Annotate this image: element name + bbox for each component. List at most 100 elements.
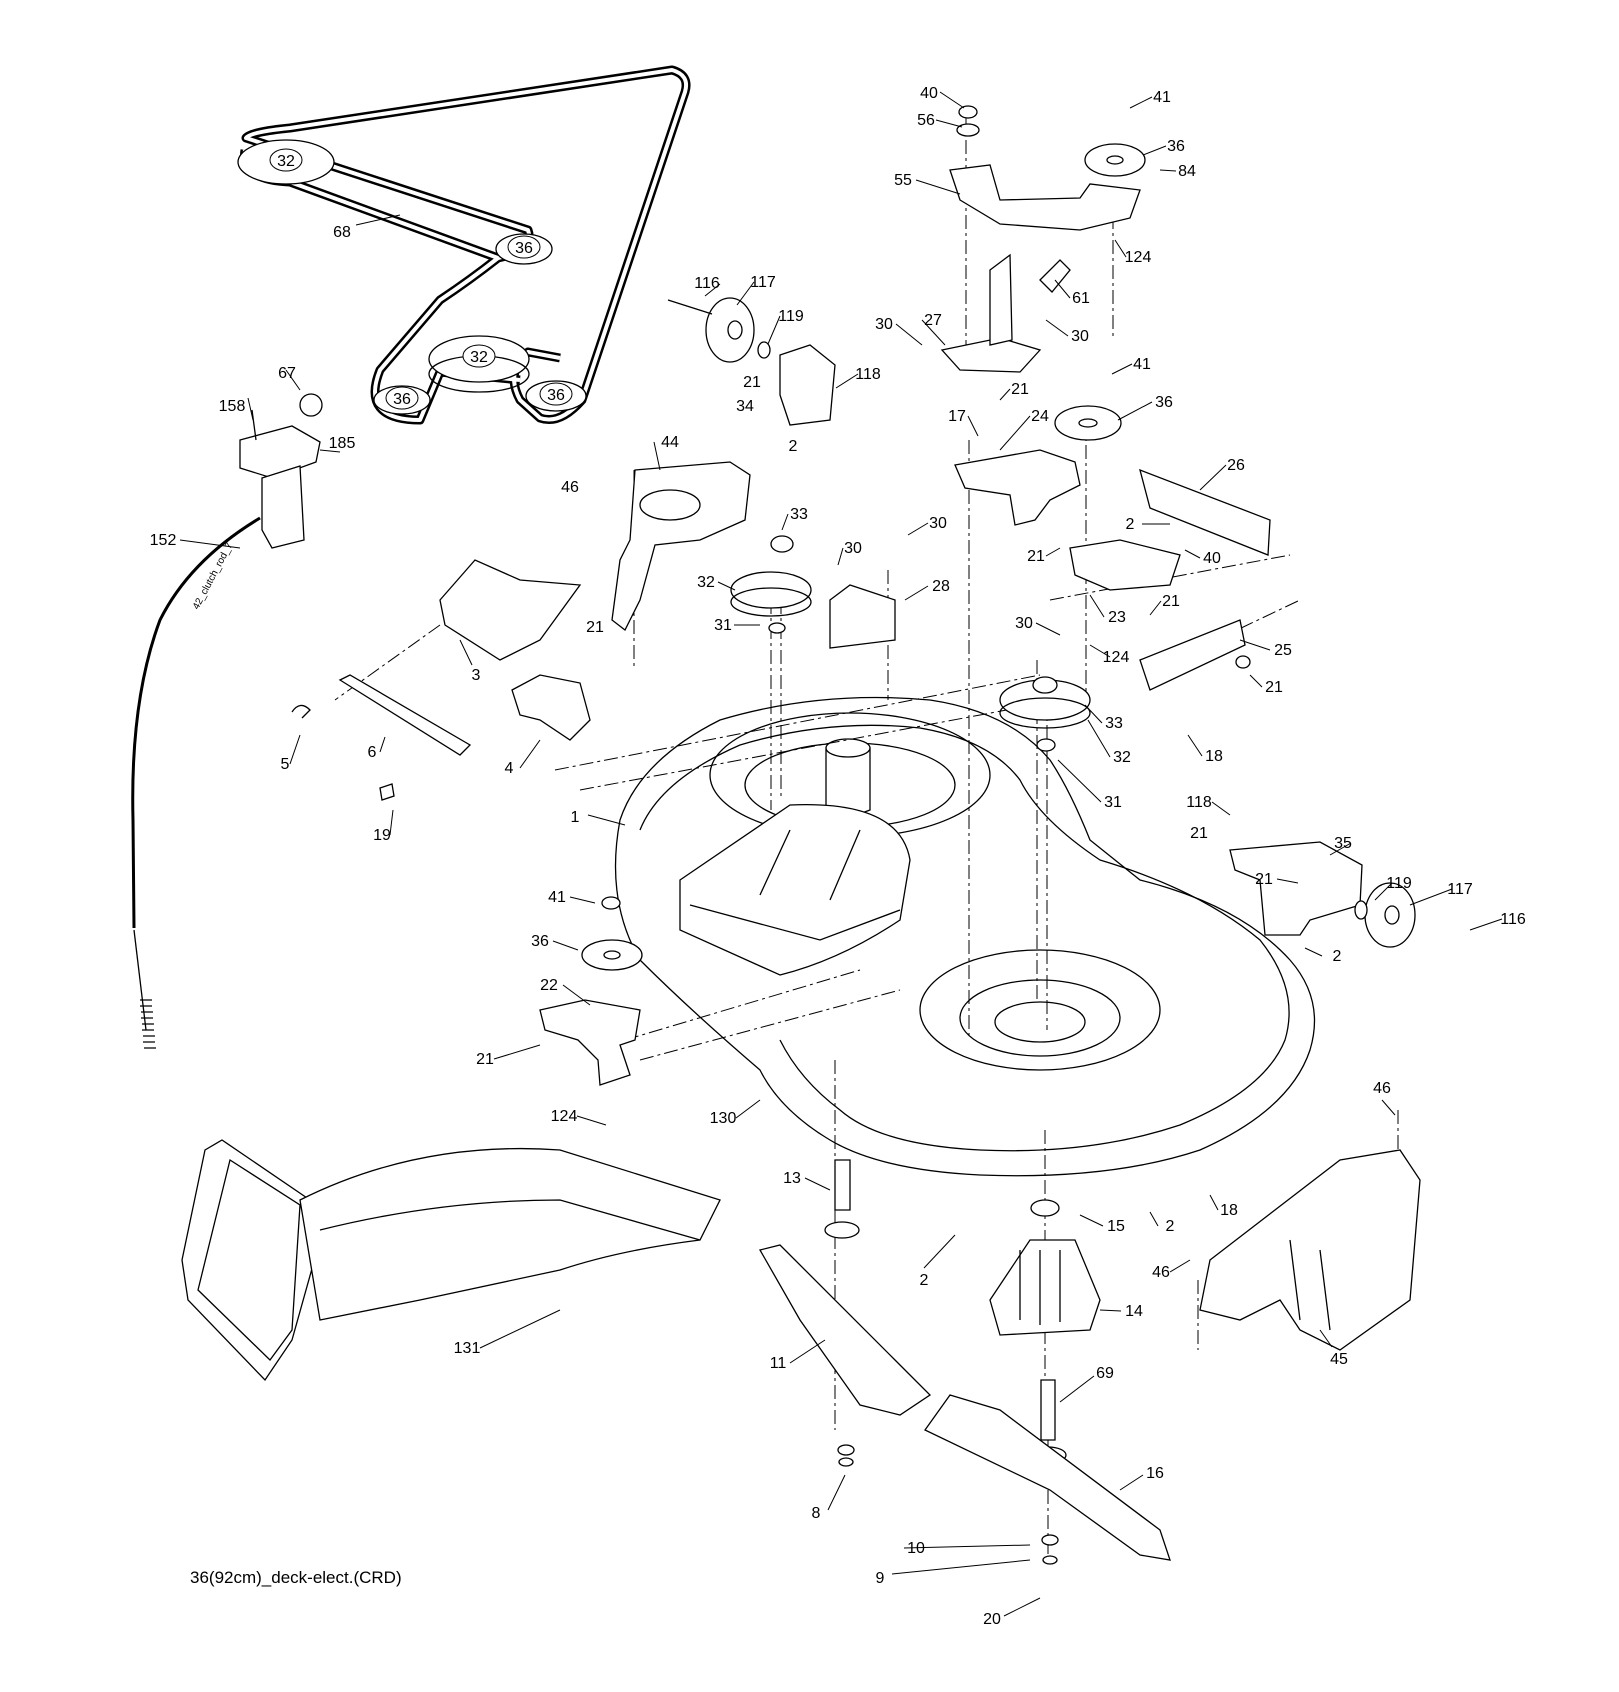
callout-label: 116 [694, 275, 720, 292]
callout-label: 46 [561, 479, 579, 496]
callout-label: 21 [1011, 381, 1029, 398]
callout-label: 21 [1255, 871, 1273, 888]
callout-label: 21 [1162, 593, 1180, 610]
callout-label: 30 [875, 316, 893, 333]
idler-arm-assembly [940, 105, 1271, 691]
spindles-and-blades [759, 1159, 1171, 1565]
callout-label: 118 [855, 366, 881, 383]
callout-label: 40 [1203, 550, 1221, 567]
callout-label: 5 [281, 756, 290, 773]
callout-label: 69 [1096, 1365, 1114, 1382]
callout-label: 2 [1126, 516, 1135, 533]
callout-label: 30 [1071, 328, 1089, 345]
callout-label: 44 [661, 434, 679, 451]
callout-label: 31 [714, 617, 732, 634]
clutch-cable: 42_clutch_rod_7 [131, 516, 261, 1049]
callout-label: 26 [1227, 457, 1245, 474]
callout-label: 124 [551, 1108, 578, 1125]
callout-label: 40 [920, 85, 938, 102]
callout-label: 15 [1107, 1218, 1125, 1235]
callout-label: 31 [1104, 794, 1122, 811]
callout-label: 23 [1108, 609, 1126, 626]
callout-label: 1 [571, 809, 580, 826]
callout-label: 28 [932, 578, 950, 595]
leader-lines [179, 91, 1503, 1617]
callout-label: 116 [1500, 911, 1526, 928]
callout-circle [507, 235, 541, 259]
callout-label: 119 [778, 308, 804, 325]
callout-circle [462, 344, 496, 368]
callout-circle [269, 148, 303, 172]
callout-label: 18 [1220, 1202, 1238, 1219]
callout-label: 117 [750, 274, 776, 291]
callout-label: 35 [1334, 835, 1352, 852]
callout-label: 36 [393, 391, 411, 408]
callout-label: 21 [1265, 679, 1283, 696]
callout-label: 130 [710, 1110, 737, 1127]
callout-label: 24 [1031, 408, 1049, 425]
callout-label: 118 [1186, 794, 1212, 811]
callout-label: 55 [894, 172, 912, 189]
callout-label: 2 [1333, 948, 1342, 965]
callout-label: 119 [1386, 875, 1412, 892]
callout-label: 21 [476, 1051, 494, 1068]
callout-label: 41 [548, 889, 566, 906]
blade-cover-right [1199, 1149, 1421, 1351]
callout-label: 131 [454, 1340, 481, 1357]
callout-label: 46 [1152, 1264, 1170, 1281]
callout-label: 36 [531, 933, 549, 950]
callout-label: 22 [540, 977, 558, 994]
callout-label: 21 [743, 374, 761, 391]
callout-label: 4 [505, 760, 514, 777]
callout-label: 2 [1166, 1218, 1175, 1235]
callout-label: 6 [368, 744, 377, 761]
callout-label: 46 [1373, 1080, 1391, 1097]
callout-label: 36 [547, 387, 565, 404]
callout-label: 21 [586, 619, 604, 636]
callout-label: 185 [329, 435, 356, 452]
callout-label: 13 [783, 1170, 801, 1187]
callout-label: 30 [929, 515, 947, 532]
diagram-caption: 36(92cm)_deck-elect.(CRD) [190, 1568, 402, 1587]
callout-label: 11 [770, 1355, 787, 1372]
callout-label: 21 [1027, 548, 1045, 565]
callout-label: 17 [948, 408, 966, 425]
idler-pulley-right [1229, 841, 1416, 948]
callout-label: 61 [1072, 290, 1090, 307]
callout-label: 34 [736, 398, 754, 415]
callout-label: 56 [917, 112, 935, 129]
callout-label: 32 [697, 574, 715, 591]
callout-label: 25 [1274, 642, 1292, 659]
front-brackets [291, 559, 591, 801]
spindle-pulleys [730, 535, 1091, 752]
callout-label: 36 [1155, 394, 1173, 411]
callout-label: 41 [1133, 356, 1151, 373]
callout-label: 32 [277, 153, 295, 170]
callout-label: 21 [1190, 825, 1208, 842]
idler-pulley-left [667, 297, 836, 426]
callout-label: 19 [373, 827, 391, 844]
callout-label: 2 [920, 1272, 929, 1289]
callout-label: 84 [1178, 163, 1196, 180]
callout-label: 18 [1205, 748, 1223, 765]
callout-label: 27 [924, 312, 942, 329]
callout-label: 33 [1105, 715, 1123, 732]
callout-label: 124 [1125, 249, 1152, 266]
callout-label: 41 [1153, 89, 1171, 106]
callout-label: 33 [790, 506, 808, 523]
idler-bracket-22 [539, 896, 643, 1086]
callout-label: 124 [1103, 649, 1130, 666]
callout-label: 16 [1146, 1465, 1164, 1482]
drive-belt [240, 65, 691, 425]
callout-label: 36 [515, 240, 533, 257]
discharge-chute [181, 1139, 721, 1382]
callout-circle [539, 382, 573, 406]
callout-label: 2 [789, 438, 798, 455]
callout-label: 8 [812, 1505, 821, 1522]
callout-label: 3 [472, 667, 481, 684]
callout-label: 30 [1015, 615, 1033, 632]
callout-label: 30 [844, 540, 862, 557]
